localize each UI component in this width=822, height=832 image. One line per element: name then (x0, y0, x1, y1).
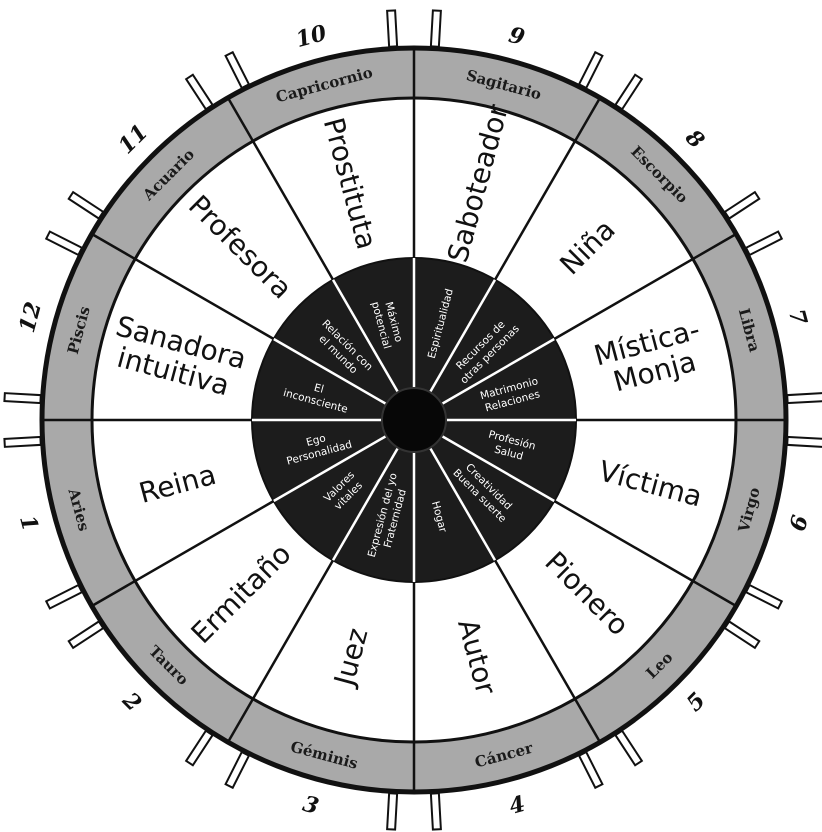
tick-mark (431, 10, 441, 46)
house-number-label: 11 (113, 119, 153, 159)
house-number-label: 8 (679, 124, 709, 154)
tick-mark (746, 232, 782, 255)
house-number-label: 1 (14, 513, 43, 535)
house-number-label: 3 (300, 791, 322, 820)
house-number-label: 4 (507, 791, 529, 820)
house-number-label: 10 (293, 20, 330, 53)
house-number-label: 6 (785, 513, 814, 535)
house-number-label: 7 (783, 306, 812, 328)
house-number-label: 5 (682, 688, 711, 717)
tick-mark (725, 192, 760, 218)
tick-mark (746, 585, 782, 608)
tick-mark (186, 731, 212, 766)
tick-mark (69, 192, 104, 218)
tick-mark (431, 793, 441, 829)
tick-mark (387, 793, 397, 829)
tick-mark (69, 621, 104, 647)
tick-mark (615, 75, 641, 110)
tick-mark (4, 393, 40, 403)
tick-mark (725, 621, 760, 647)
tick-mark (579, 52, 602, 88)
tick-mark (579, 752, 602, 788)
tick-mark (46, 585, 82, 608)
tick-mark (787, 437, 822, 447)
tick-mark (226, 52, 249, 88)
tick-mark (226, 752, 249, 788)
house-number-label: 12 (14, 299, 47, 335)
house-number-label: 2 (117, 687, 147, 717)
tick-mark (787, 393, 822, 403)
tick-mark (615, 731, 641, 766)
tick-mark (4, 437, 40, 447)
tick-mark (186, 75, 212, 110)
center-hub (382, 388, 446, 452)
house-number-label: 9 (506, 22, 528, 51)
tick-mark (46, 232, 82, 255)
tick-mark (387, 10, 397, 46)
